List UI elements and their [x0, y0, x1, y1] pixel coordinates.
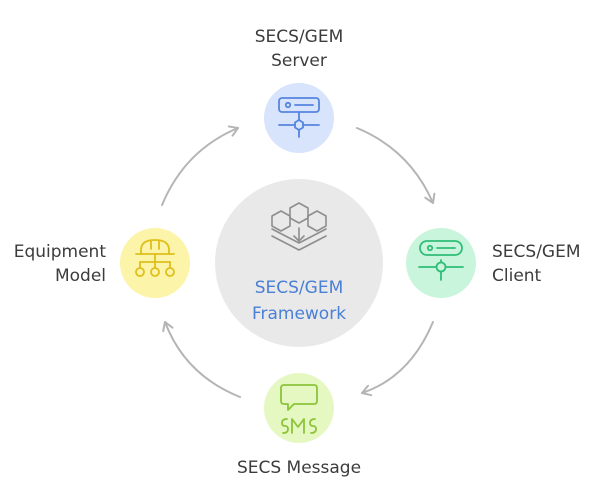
equipment-label-line2: Model — [54, 266, 106, 286]
server-icon — [278, 97, 320, 138]
client-device-icon — [418, 240, 464, 281]
equipment-label-line1: Equipment — [13, 242, 106, 262]
framework-label-line2: Framework — [251, 304, 347, 324]
arrow-message-to-equipment — [162, 321, 241, 398]
message-node-circle — [264, 373, 334, 443]
client-label-line1: SECS/GEM — [492, 242, 581, 262]
hard-hat-hierarchy-icon — [135, 239, 175, 277]
framework-circle — [215, 179, 383, 347]
arrow-server-to-client — [356, 127, 436, 204]
layered-hexagon-network-icon — [271, 202, 327, 251]
client-label-line2: Client — [492, 266, 542, 286]
client-label: SECS/GEM Client — [492, 240, 597, 288]
message-label-line1: SECS Message — [236, 458, 362, 478]
framework-label: SECS/GEM Framework — [219, 275, 379, 327]
framework-label-line1: SECS/GEM — [254, 278, 344, 298]
arrow-equipment-to-server — [161, 125, 239, 206]
server-label-line2: Server — [271, 51, 327, 71]
arrow-client-to-message — [361, 321, 434, 397]
equipment-label: Equipment Model — [0, 240, 106, 288]
message-label: SECS Message — [199, 456, 399, 480]
sms-chat-icon — [280, 384, 318, 434]
server-label: SECS/GEM Server — [219, 25, 379, 73]
server-label-line1: SECS/GEM — [254, 27, 344, 47]
